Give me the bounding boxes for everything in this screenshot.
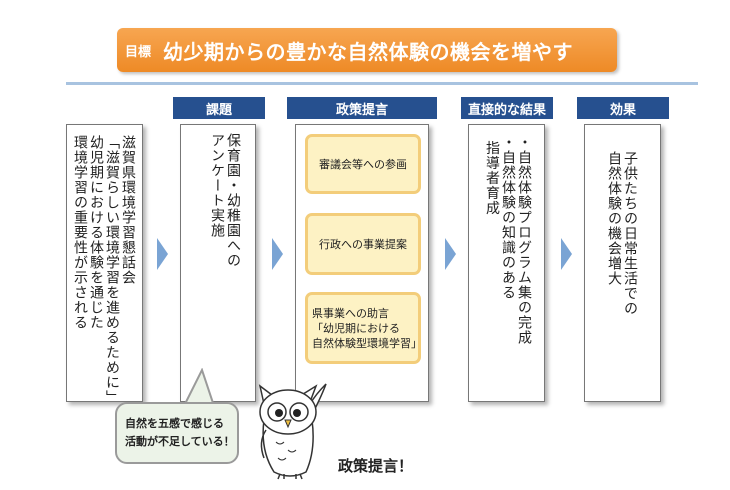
bubble-tail-cover (114, 400, 144, 410)
policy-box: 審議会等への参画 行政への事業提案 県事業への助言 「幼児期における 自然体験型… (295, 124, 429, 402)
bubble-line: 自然を五感で感じる (125, 415, 237, 433)
arrow-right-icon (445, 238, 456, 270)
slogan-text: 政策提言！ (338, 455, 413, 476)
goal-title: 幼少期からの豊かな自然体験の機会を増やす (163, 36, 573, 65)
background-text: 滋賀県環境学習懇話会 「滋賀らしい環境学習を進めるために」 幼児期における体験を… (72, 135, 136, 405)
issue-text: 保育園・幼稚園への アンケート実施 (209, 133, 241, 268)
policy-item-council: 審議会等への参画 (305, 134, 421, 194)
goal-banner: 目標 幼少期からの豊かな自然体験の機会を増やす (117, 28, 617, 72)
policy-item-proposal: 行政への事業提案 (305, 213, 421, 275)
owl-icon (250, 380, 330, 480)
header-issue: 課題 (173, 97, 265, 119)
header-effect: 効果 (577, 97, 669, 119)
arrow-right-icon (157, 238, 168, 270)
effect-box: 子供たちの日常生活での 自然体験の機会増大 (584, 124, 661, 402)
header-policy: 政策提言 (287, 97, 437, 119)
background-box: 滋賀県環境学習懇話会 「滋賀らしい環境学習を進めるために」 幼児期における体験を… (66, 124, 143, 402)
bubble-line: 活動が不足している！ (125, 433, 237, 451)
policy-item-advice: 県事業への助言 「幼児期における 自然体験型環境学習」 (305, 292, 421, 364)
goal-tag: 目標 (125, 41, 151, 60)
effect-text: 子供たちの日常生活での 自然体験の機会増大 (606, 151, 638, 316)
header-direct-result: 直接的な結果 (461, 97, 553, 119)
arrow-right-icon (561, 238, 572, 270)
direct-result-box: ・自然体験プログラム集の完成 ・自然体験の知識のある 指導者育成 (468, 124, 545, 402)
arrow-right-icon (272, 238, 283, 270)
direct-result-text: ・自然体験プログラム集の完成 ・自然体験の知識のある 指導者育成 (484, 135, 532, 345)
issue-box: 保育園・幼稚園への アンケート実施 (180, 124, 256, 402)
divider-line (66, 82, 698, 85)
speech-bubble: 自然を五感で感じる 活動が不足している！ (115, 402, 239, 464)
